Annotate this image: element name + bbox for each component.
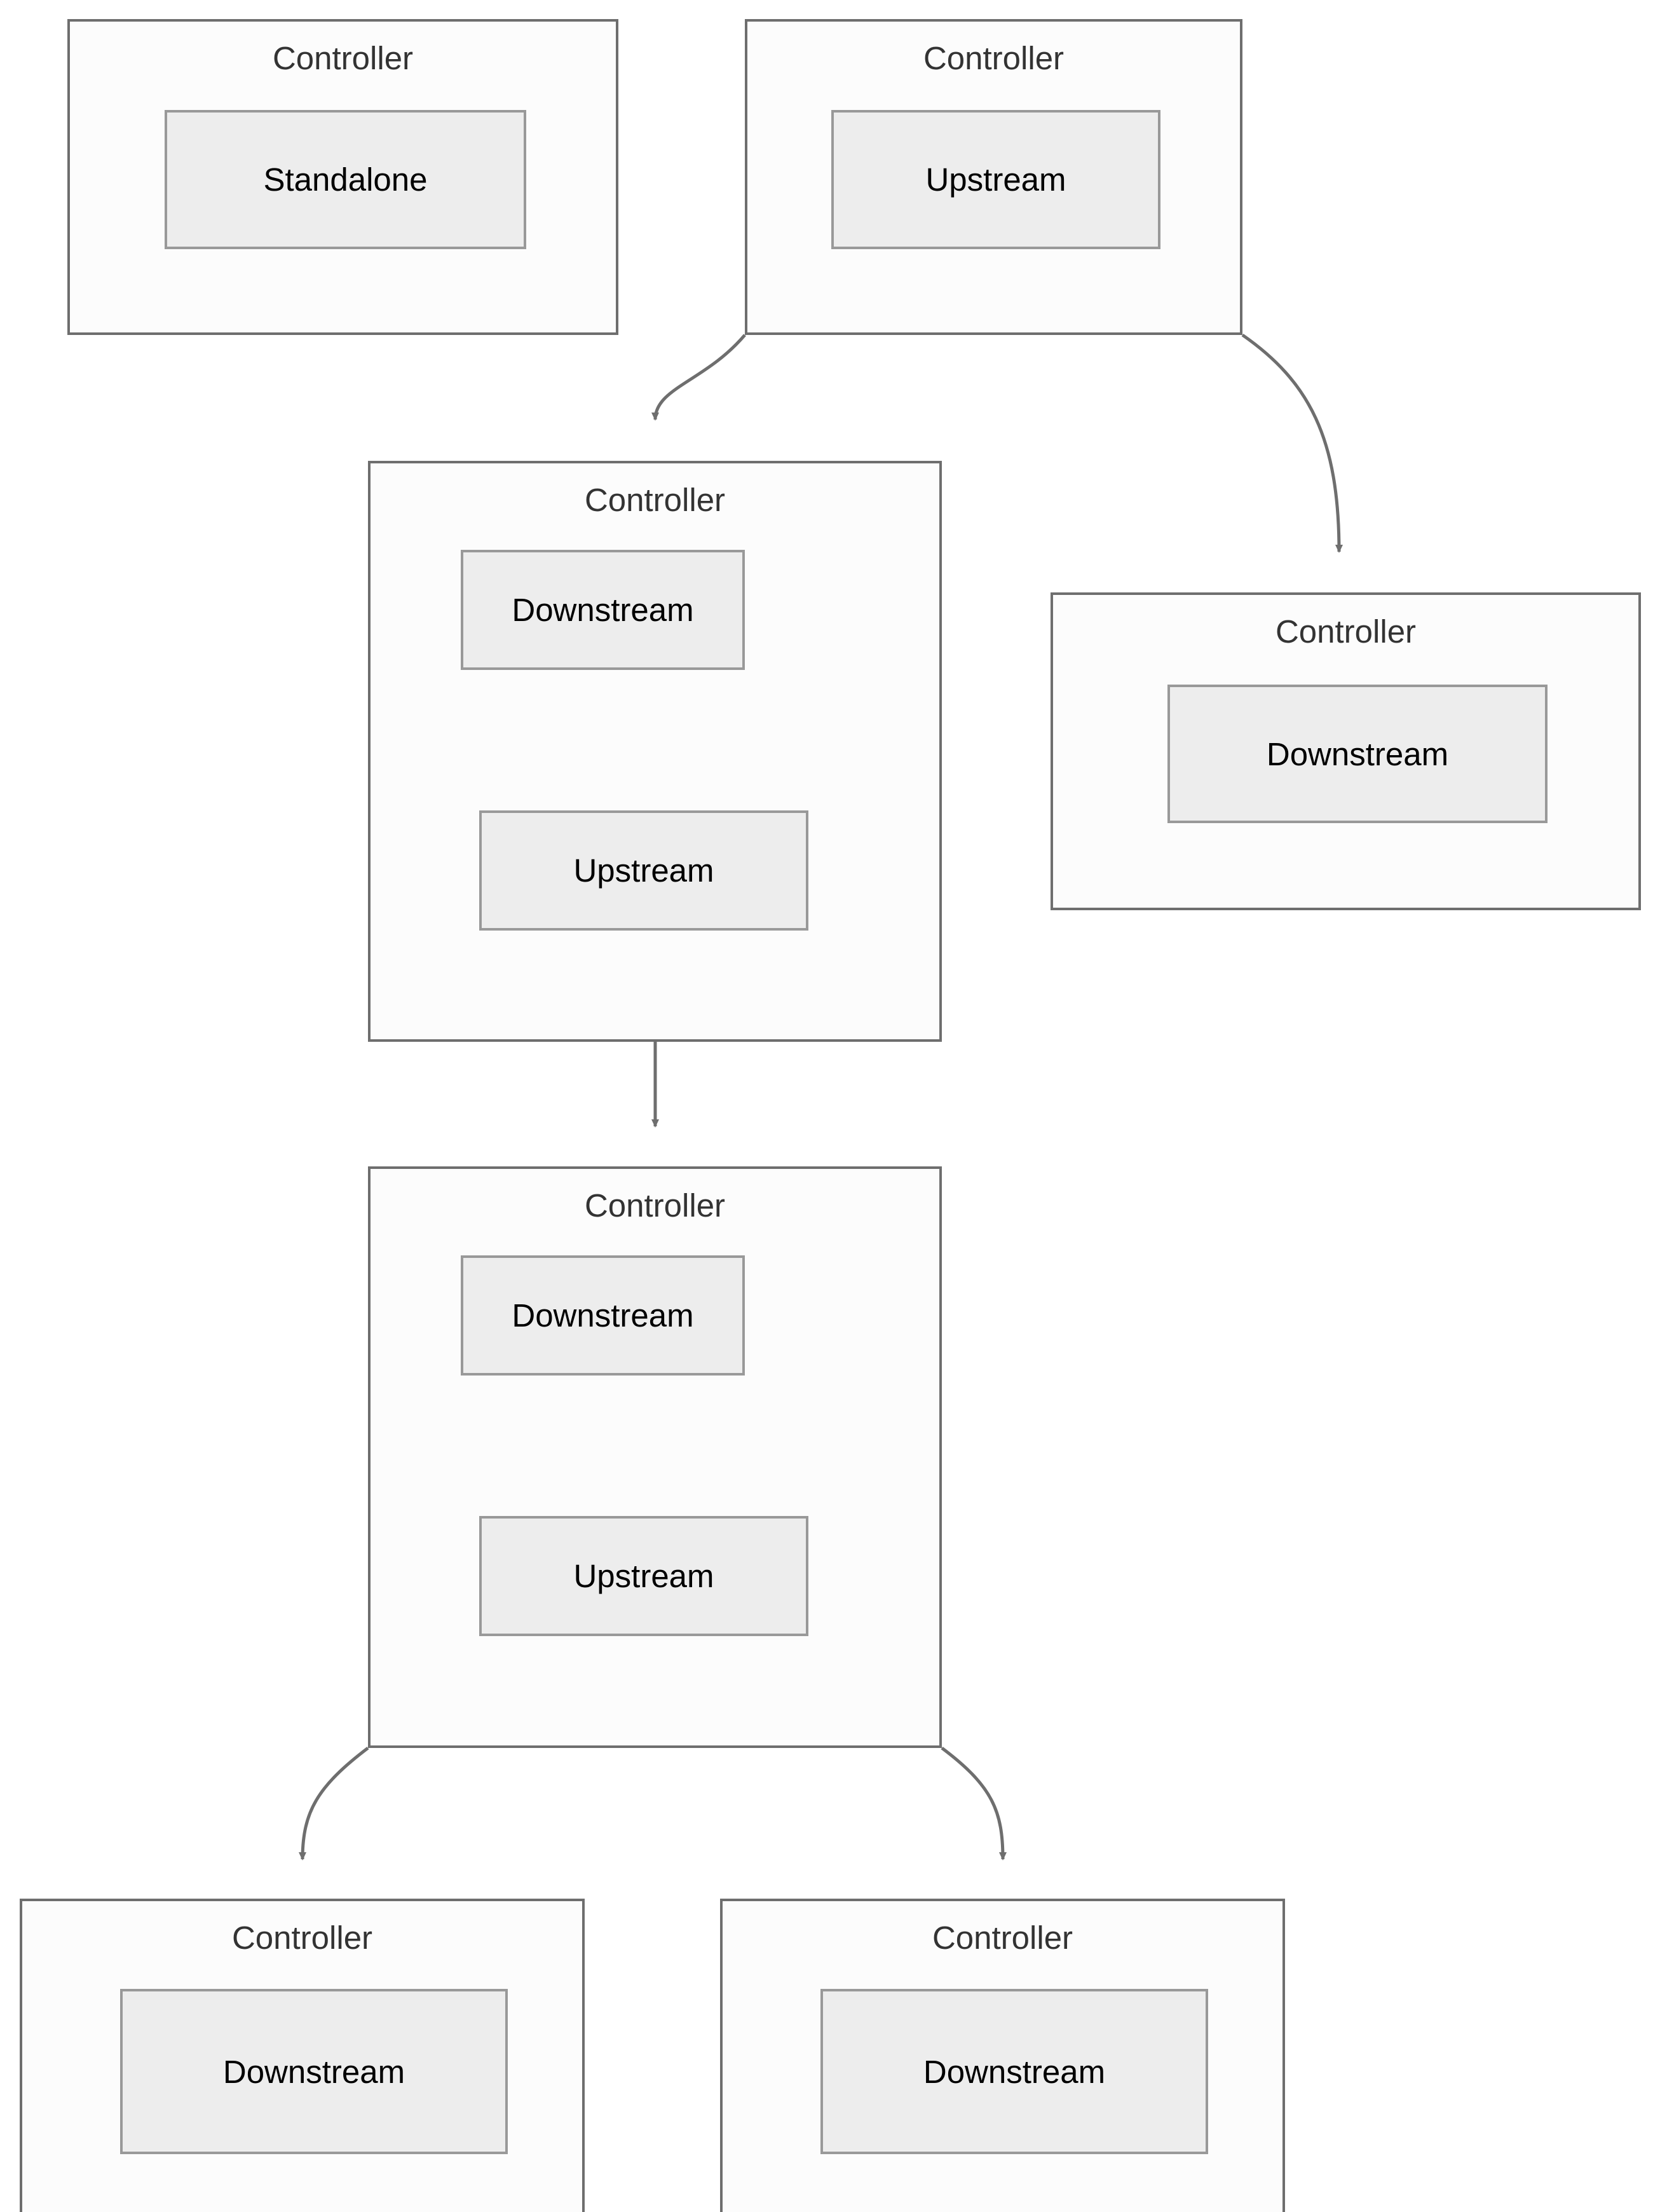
node-upstream[interactable]: Upstream	[479, 810, 808, 931]
node-label: Downstream	[512, 592, 694, 628]
node-upstream[interactable]: Upstream	[831, 110, 1160, 249]
controller-leaf-right[interactable]: Controller Downstream	[720, 1899, 1285, 2212]
node-label: Standalone	[263, 161, 428, 198]
controller-title: Controller	[932, 1920, 1073, 1956]
node-downstream[interactable]: Downstream	[461, 550, 745, 670]
controller-mid-two[interactable]: Controller Downstream Upstream	[368, 1166, 942, 1748]
node-downstream[interactable]: Downstream	[1167, 685, 1548, 823]
controller-right-downstream[interactable]: Controller Downstream	[1051, 592, 1641, 910]
node-label: Downstream	[512, 1297, 694, 1334]
node-downstream[interactable]: Downstream	[120, 1989, 508, 2154]
controller-title: Controller	[231, 1920, 373, 1956]
node-standalone[interactable]: Standalone	[165, 110, 526, 249]
node-label: Upstream	[573, 852, 714, 889]
controller-title: Controller	[923, 40, 1065, 76]
node-label: Upstream	[573, 1558, 714, 1594]
edge-root-to-right	[1241, 333, 1343, 553]
controller-title: Controller	[1275, 613, 1417, 650]
edge-root-to-mid-one	[651, 334, 746, 421]
controller-title: Controller	[272, 40, 414, 76]
controller-mid-one[interactable]: Controller Downstream Upstream	[368, 461, 942, 1042]
controller-upstream-root[interactable]: Controller Upstream	[745, 19, 1242, 335]
controller-standalone[interactable]: Controller Standalone	[67, 19, 618, 335]
node-downstream[interactable]: Downstream	[461, 1255, 745, 1376]
controller-leaf-left[interactable]: Controller Downstream	[20, 1899, 585, 2212]
node-label: Downstream	[923, 2053, 1106, 2090]
edge-mid-two-to-leaf-left	[299, 1747, 369, 1860]
node-label: Downstream	[222, 2053, 405, 2090]
node-label: Downstream	[1266, 735, 1449, 772]
edge-mid-two-to-leaf-right	[941, 1747, 1007, 1860]
controller-title: Controller	[584, 482, 726, 518]
node-upstream[interactable]: Upstream	[479, 1516, 808, 1636]
node-downstream[interactable]: Downstream	[820, 1989, 1208, 2154]
node-label: Upstream	[925, 161, 1066, 198]
controller-title: Controller	[584, 1187, 726, 1224]
